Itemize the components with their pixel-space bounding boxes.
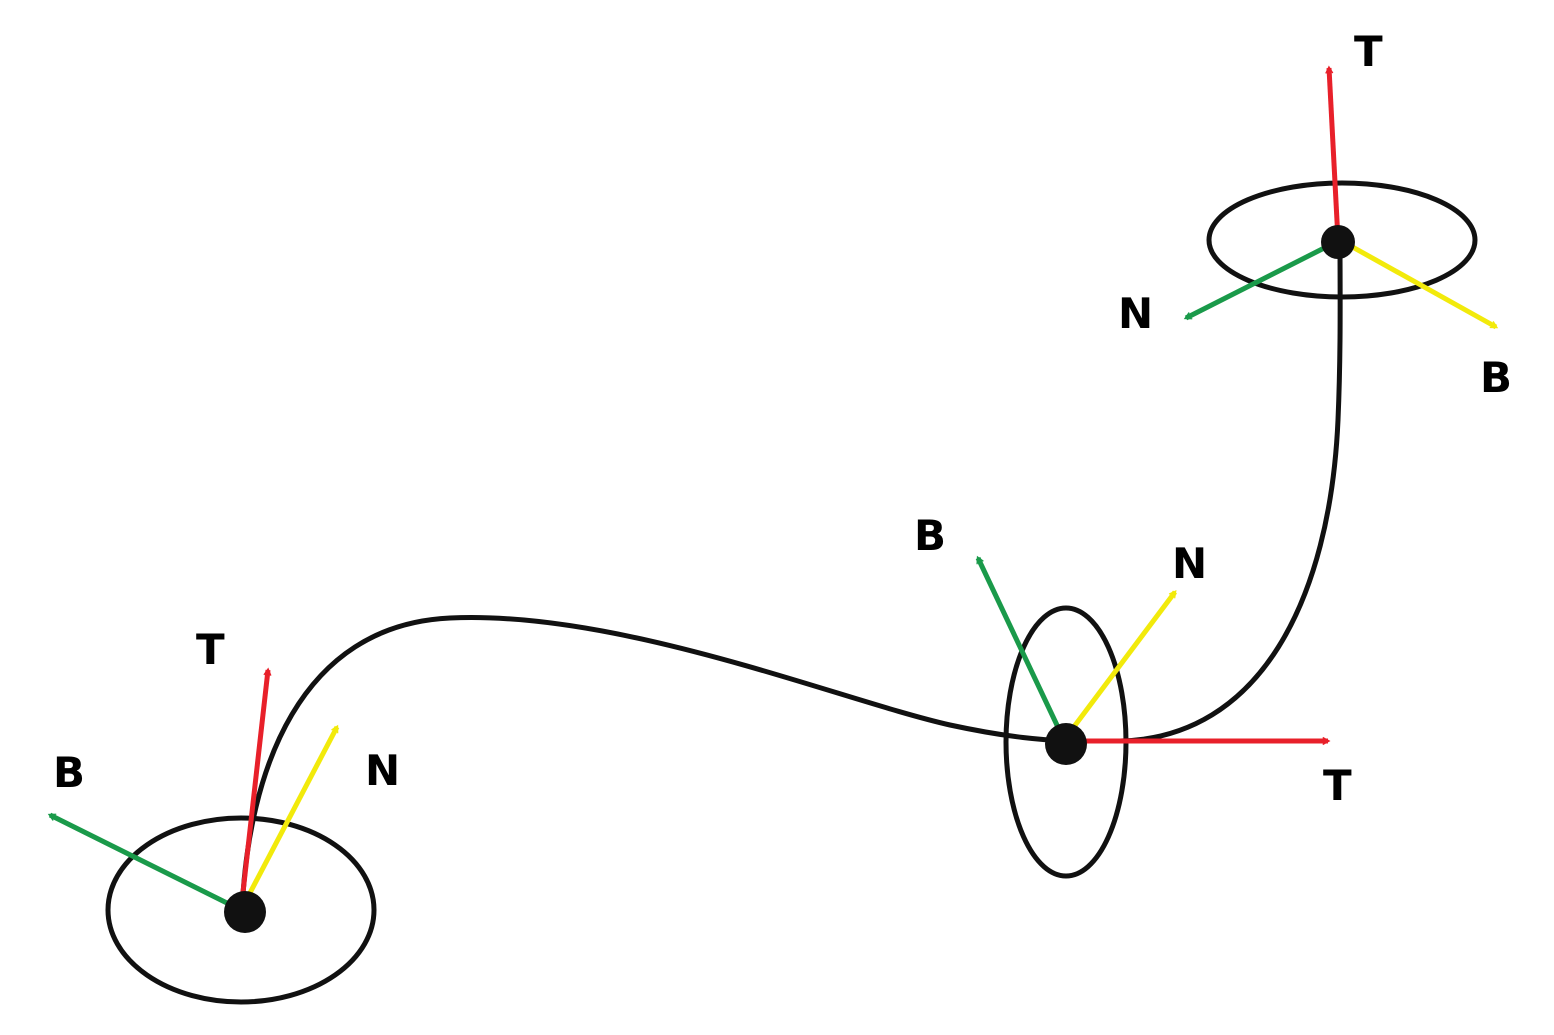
label-binormal-end: B: [1480, 353, 1512, 402]
normal-plane-start: [105, 815, 377, 1005]
label-normal-middle: N: [1172, 539, 1207, 588]
label-normal-start: N: [365, 746, 400, 795]
binormal-arrow-middle: [975, 555, 1067, 742]
frame-end: T N B: [1118, 27, 1512, 402]
normal-arrow-end: [1183, 237, 1342, 321]
normal-plane-end: [1206, 180, 1478, 300]
tangent-arrow-start: [238, 667, 272, 911]
curve-point-end: [1321, 225, 1355, 259]
curve-point-middle: [1045, 723, 1087, 765]
normal-arrow-middle: [1062, 589, 1177, 742]
space-curve: [239, 237, 1343, 915]
normal-arrow-start: [238, 724, 340, 912]
frame-middle: B N T: [914, 511, 1352, 879]
binormal-arrow-end: [1338, 237, 1499, 330]
label-tangent-start: T: [196, 625, 225, 674]
label-normal-end: N: [1118, 289, 1153, 338]
label-tangent-end: T: [1354, 27, 1383, 76]
label-binormal-middle: B: [914, 511, 946, 560]
binormal-arrow-start: [47, 812, 243, 913]
label-tangent-middle: T: [1323, 761, 1352, 810]
curve-point-start: [224, 891, 266, 933]
frame-start: T B N: [47, 625, 400, 1005]
label-binormal-start: B: [53, 748, 85, 797]
tangent-arrow-end: [1325, 65, 1341, 241]
